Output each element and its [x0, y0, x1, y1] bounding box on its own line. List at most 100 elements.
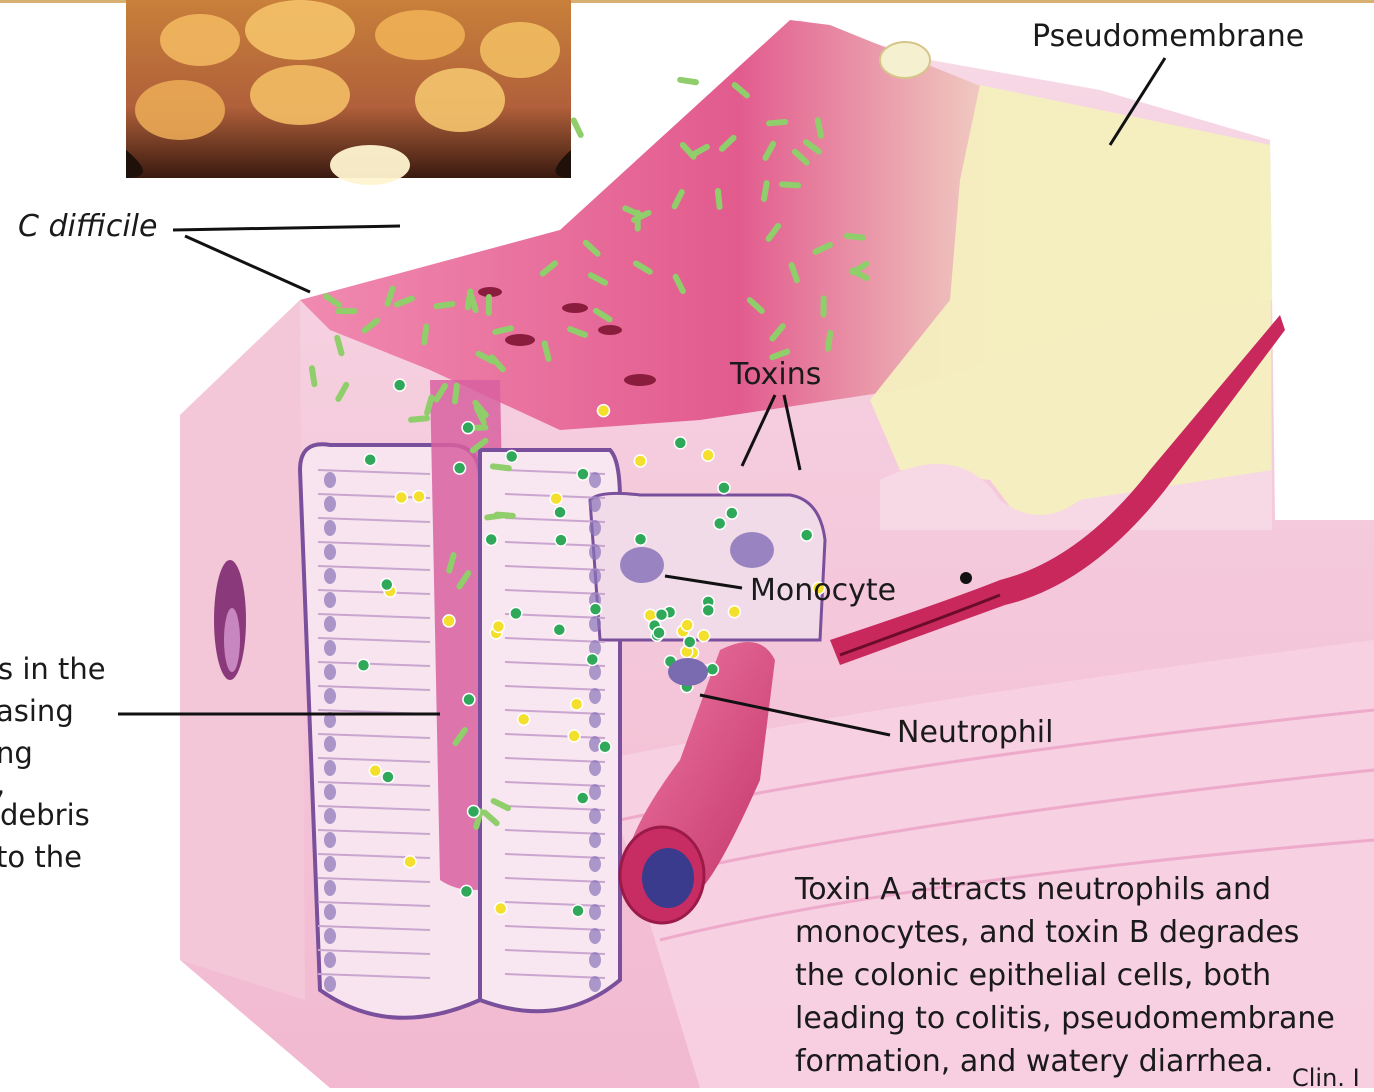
- toxin-particle: [485, 533, 497, 545]
- toxin-particle: [706, 663, 718, 675]
- cell-nucleus: [589, 904, 601, 920]
- pseudomembrane-label: Pseudomembrane: [1032, 20, 1304, 54]
- caption-line: Toxin A attracts neutrophils and: [795, 868, 1374, 911]
- left-note-line: asing: [0, 690, 136, 732]
- cell-nucleus: [324, 520, 336, 536]
- cell-nucleus: [324, 736, 336, 752]
- toxin-particle: [506, 451, 518, 463]
- monocyte-label: Monocyte: [750, 574, 896, 608]
- toxin-particle: [495, 903, 507, 915]
- cell-nucleus: [324, 688, 336, 704]
- cell-nucleus: [324, 640, 336, 656]
- toxin-particle: [681, 619, 693, 631]
- cell-nucleus: [324, 976, 336, 992]
- left-description-fragment: s in the asing ng , debris to the: [0, 648, 140, 878]
- cell-nucleus: [589, 496, 601, 512]
- bacterium-rod: [336, 308, 358, 314]
- cell-nucleus: [589, 856, 601, 872]
- toxin-particle: [586, 653, 598, 665]
- cell-nucleus: [324, 928, 336, 944]
- figure-caption: Toxin A attracts neutrophils and monocyt…: [795, 868, 1374, 1083]
- toxin-particle: [674, 437, 686, 449]
- cell-nucleus: [324, 856, 336, 872]
- left-note-line: debris: [0, 794, 140, 836]
- left-note-line: to the: [0, 836, 136, 878]
- left-note-line: ,: [0, 774, 136, 794]
- cell-nucleus: [324, 952, 336, 968]
- toxin-particle: [463, 694, 475, 706]
- toxin-particle: [554, 506, 566, 518]
- cell-nucleus: [589, 568, 601, 584]
- toxin-particle: [492, 620, 504, 632]
- toxin-particle: [413, 490, 425, 502]
- toxin-particle: [702, 449, 714, 461]
- bacterium-rod: [677, 76, 700, 85]
- endoscopy-inset-photo: [126, 0, 571, 185]
- toxin-particle: [702, 604, 714, 616]
- cell-nucleus: [589, 784, 601, 800]
- bacterium-rod: [570, 117, 585, 139]
- neutrophil-cell: [668, 658, 708, 686]
- toxin-particle: [364, 454, 376, 466]
- toxin-particle: [404, 856, 416, 868]
- toxin-particle: [698, 630, 710, 642]
- cell-nucleus: [589, 688, 601, 704]
- toxin-particle: [369, 765, 381, 777]
- cell-nucleus: [589, 520, 601, 536]
- toxin-particle: [597, 405, 609, 417]
- toxin-particle: [381, 579, 393, 591]
- toxin-particle: [443, 615, 455, 627]
- toxin-particle: [589, 603, 601, 615]
- toxin-particle: [394, 379, 406, 391]
- cell-nucleus: [589, 928, 601, 944]
- cell-nucleus: [589, 712, 601, 728]
- bacterium-rod: [821, 295, 827, 317]
- toxin-particle: [656, 609, 668, 621]
- left-note-line: ng: [0, 732, 136, 774]
- caption-line: formation, and watery diarrhea.: [795, 1040, 1374, 1083]
- cell-nucleus: [324, 760, 336, 776]
- cell-nucleus: [324, 592, 336, 608]
- neutrophil-label: Neutrophil: [897, 716, 1053, 750]
- toxin-particle: [462, 422, 474, 434]
- toxin-particle: [714, 517, 726, 529]
- toxins-label: Toxins: [730, 358, 821, 392]
- cell-nucleus: [589, 952, 601, 968]
- cell-nucleus: [589, 880, 601, 896]
- left-note-line: s in the: [0, 648, 138, 690]
- cell-nucleus: [324, 904, 336, 920]
- cell-nucleus: [324, 568, 336, 584]
- cell-nucleus: [324, 496, 336, 512]
- toxin-particle: [460, 885, 472, 897]
- citation-fragment: Clin. I: [1292, 1066, 1360, 1090]
- caption-line: monocytes, and toxin B degrades: [795, 911, 1374, 954]
- caption-line: the colonic epithelial cells, both: [795, 954, 1374, 997]
- c-difficile-label: C difficile: [18, 210, 157, 244]
- cell-nucleus: [589, 760, 601, 776]
- toxin-particle: [728, 606, 740, 618]
- cell-nucleus: [324, 616, 336, 632]
- caption-line: leading to colitis, pseudomembrane: [795, 997, 1374, 1040]
- toxin-particle: [357, 659, 369, 671]
- cell-nucleus: [589, 832, 601, 848]
- cell-nucleus: [324, 880, 336, 896]
- toxin-particle: [577, 792, 589, 804]
- cell-nucleus: [324, 808, 336, 824]
- cell-nucleus: [589, 808, 601, 824]
- toxin-particle: [801, 529, 813, 541]
- cell-nucleus: [589, 616, 601, 632]
- cell-nucleus: [589, 472, 601, 488]
- toxin-particle: [454, 462, 466, 474]
- toxin-particle: [684, 636, 696, 648]
- cell-nucleus: [324, 472, 336, 488]
- toxin-particle: [468, 805, 480, 817]
- toxin-particle: [568, 730, 580, 742]
- cell-nucleus: [589, 544, 601, 560]
- toxin-particle: [555, 534, 567, 546]
- cell-nucleus: [324, 544, 336, 560]
- toxin-particle: [571, 698, 583, 710]
- toxin-particle: [653, 627, 665, 639]
- toxin-particle: [510, 607, 522, 619]
- toxin-particle: [395, 491, 407, 503]
- toxin-particle: [577, 468, 589, 480]
